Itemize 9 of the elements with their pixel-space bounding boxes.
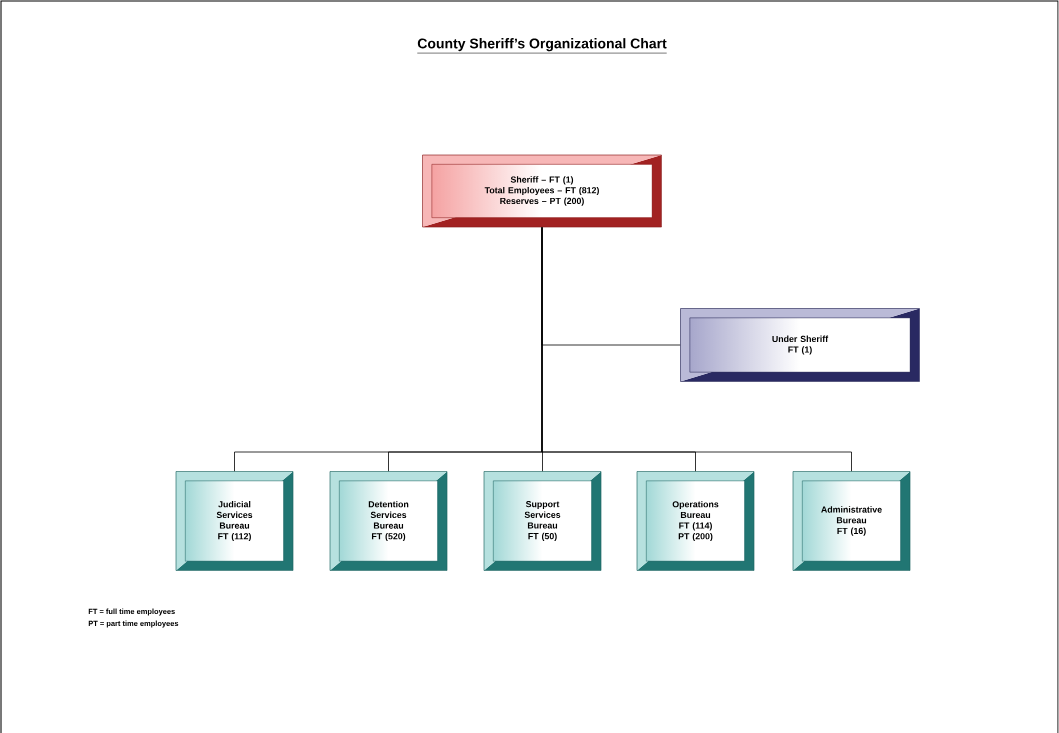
- connector-line: [541, 226, 852, 472]
- chart-title: County Sheriff’s Organizational Chart: [417, 38, 667, 54]
- org-box: Support Services Bureau FT (50): [483, 471, 602, 571]
- org-box: Administrative Bureau FT (16): [792, 471, 911, 571]
- org-box: Detention Services Bureau FT (520): [329, 471, 448, 571]
- org-box: Sheriff – FT (1) Total Employees – FT (812) Reserves – PT (200): [422, 154, 662, 228]
- org-box: Operations Bureau FT (114) PT (200): [636, 471, 755, 571]
- org-box: Under Sheriff FT (1): [680, 308, 920, 382]
- org-box: Judicial Services Bureau FT (112): [175, 471, 294, 571]
